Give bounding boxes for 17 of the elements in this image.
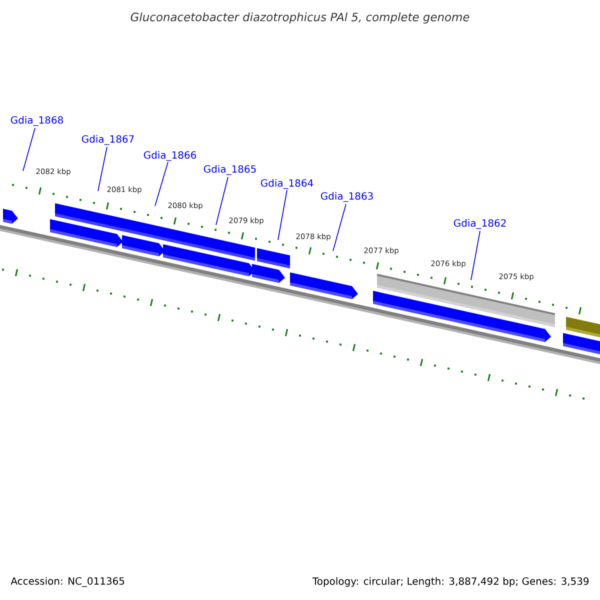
gene-label: Gdia_1864 — [260, 179, 314, 189]
gene-label: Gdia_1866 — [144, 151, 196, 161]
leader-line — [98, 146, 108, 192]
footer-text: Accession: NC_011365 — [10, 577, 124, 587]
leader-line — [22, 128, 36, 172]
leader-line — [216, 176, 228, 226]
footer-text: Topology: circular; Length: 3,887,492 bp; Genes: 3,539 — [312, 577, 589, 587]
gene-label: Gdia_1867 — [82, 135, 134, 145]
gene-label: Gdia_1868 — [10, 116, 63, 126]
leader-line — [278, 190, 288, 240]
leader-line — [470, 230, 480, 280]
leader-line — [332, 204, 346, 252]
gene-label: Gdia_1863 — [320, 192, 373, 202]
leader-line — [154, 162, 168, 206]
title: Gluconacetobacter diazotrophicus PAl 5, complete genome — [130, 12, 470, 24]
gene-label: Gdia_1865 — [204, 165, 256, 175]
gene-label: Gdia_1862 — [454, 219, 506, 229]
